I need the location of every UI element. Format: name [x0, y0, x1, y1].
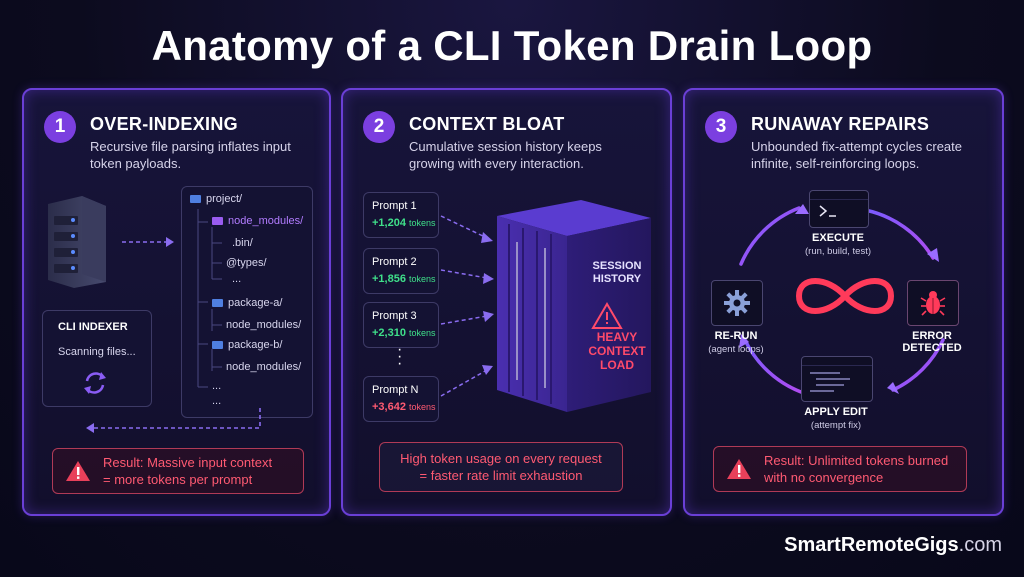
- rerun-title: RE-RUN: [714, 330, 758, 342]
- panel-context-bloat: 2 CONTEXT BLOAT Cumulative session histo…: [341, 88, 672, 516]
- prompt-tokens-unit: tokens: [409, 218, 436, 228]
- panel-description: Cumulative session history keeps growing…: [409, 139, 602, 171]
- terminal-icon: [809, 190, 869, 228]
- result-line-1: Result: Massive input context: [103, 455, 273, 470]
- result-line-1: High token usage on every request: [400, 451, 602, 466]
- prompt-tokens-unit: tokens: [409, 274, 436, 284]
- rerun-label: RE-RUN (agent loops): [691, 330, 781, 355]
- container-label: SESSION: [592, 260, 642, 272]
- tree-item: package-a/: [228, 297, 283, 309]
- brand-suffix: .com: [958, 534, 1002, 556]
- error-title: DETECTED: [902, 342, 962, 354]
- folder-icon: [212, 217, 223, 226]
- heavy-context-label: HEAVY CONTEXT LOAD: [587, 330, 647, 372]
- editor-icon: [801, 356, 873, 402]
- tree-item: @types/: [226, 257, 267, 269]
- result-line-2: = more tokens per prompt: [103, 472, 253, 487]
- tree-item: node_modules/: [226, 319, 302, 331]
- session-history-label: SESSION HISTORY: [589, 260, 645, 286]
- prompt-card: Prompt N +3,642 tokens: [363, 376, 439, 422]
- execute-label: EXECUTE (run, build, test): [785, 232, 891, 257]
- panel-description: Recursive file parsing inflates input to…: [90, 139, 291, 171]
- prompt-tokens: +2,310: [372, 327, 406, 339]
- page-title: Anatomy of a CLI Token Drain Loop: [151, 22, 873, 69]
- tree-item: .bin/: [232, 237, 253, 249]
- execute-sub: (run, build, test): [805, 246, 871, 257]
- container-label: HISTORY: [592, 273, 642, 285]
- prompt-tokens: +3,642: [372, 401, 406, 413]
- ellipsis-dots: ···: [397, 341, 403, 372]
- step-number-3: 3: [705, 111, 737, 143]
- tree-item: node_modules/: [226, 361, 302, 373]
- cycle-ring: [739, 204, 945, 394]
- prompt-label: Prompt 3: [372, 310, 417, 322]
- prompt-card: Prompt 2 +1,856 tokens: [363, 248, 439, 294]
- step-number-1: 1: [44, 111, 76, 143]
- file-tree: project/ node_modules/ .bin/ @types/ ...…: [181, 186, 313, 418]
- tree-item: package-b/: [228, 339, 283, 351]
- tree-item: project/: [206, 193, 243, 205]
- brand-main: SmartRemoteGigs: [784, 534, 959, 556]
- apply-edit-label: APPLY EDIT (attempt fix): [781, 406, 891, 431]
- result-line-1: Result: Unlimited tokens burned: [764, 453, 949, 468]
- prompt-card: Prompt 1 +1,204 tokens: [363, 192, 439, 238]
- prompt-tokens-unit: tokens: [409, 328, 436, 338]
- tree-item: ...: [232, 273, 242, 285]
- container-heavy-label: HEAVY: [596, 330, 638, 344]
- execute-title: EXECUTE: [812, 232, 864, 244]
- server-icon: [48, 196, 106, 288]
- panel-title: OVER-INDEXING: [90, 114, 238, 134]
- container-icon: [497, 200, 651, 412]
- feedback-arrow: [86, 408, 261, 433]
- folder-icon: [190, 195, 201, 204]
- folder-icon: [212, 341, 223, 350]
- warning-icon: [727, 459, 751, 479]
- bug-icon: [920, 291, 946, 316]
- step-number-2: 2: [363, 111, 395, 143]
- apply-title: APPLY EDIT: [804, 406, 868, 418]
- prompt-label: Prompt N: [372, 384, 419, 396]
- result-box: Result: Massive input context = more toke…: [52, 448, 304, 494]
- indexer-status: Scanning files...: [58, 346, 136, 358]
- container-heavy-label: CONTEXT: [588, 344, 646, 358]
- tree-item: ...: [212, 380, 222, 392]
- panel-title: CONTEXT BLOAT: [409, 114, 565, 134]
- panel-over-indexing: 1 OVER-INDEXING Recursive file parsing i…: [22, 88, 331, 516]
- error-label: ERROR DETECTED: [891, 330, 973, 354]
- error-title: ERROR: [912, 330, 952, 342]
- prompt-label: Prompt 2: [372, 256, 417, 268]
- prompt-arrows: [440, 215, 494, 397]
- warning-icon: [66, 461, 90, 481]
- prompt-tokens-unit: tokens: [409, 402, 436, 412]
- result-box: High token usage on every request = faste…: [379, 442, 623, 492]
- prompt-card: Prompt 3 +2,310 tokens: [363, 302, 439, 348]
- prompt-tokens: +1,856: [372, 273, 406, 285]
- brand-watermark: SmartRemoteGigs.com: [784, 534, 1002, 557]
- container-heavy-label: LOAD: [600, 358, 634, 372]
- arrow-to-tree: [122, 237, 174, 247]
- panel-description: Unbounded fix-attempt cycles create infi…: [751, 139, 962, 171]
- result-line-2: with no convergence: [764, 470, 884, 485]
- tree-item: node_modules/: [228, 215, 304, 227]
- folder-icon: [212, 299, 223, 308]
- apply-sub: (attempt fix): [810, 420, 862, 431]
- panel-title: RUNAWAY REPAIRS: [751, 114, 930, 134]
- rerun-sub: (agent loops): [708, 344, 764, 355]
- cli-indexer-box: CLI INDEXER Scanning files...: [42, 310, 152, 407]
- prompt-label: Prompt 1: [372, 200, 417, 212]
- gear-icon: [724, 290, 750, 316]
- bug-box: [907, 280, 959, 326]
- prompt-tokens: +1,204: [372, 217, 406, 229]
- tree-item: ...: [212, 395, 222, 407]
- panel-runaway-repairs: 3 RUNAWAY REPAIRS Unbounded fix-attempt …: [683, 88, 1004, 516]
- indexer-title: CLI INDEXER: [58, 321, 128, 333]
- sync-icon: [84, 372, 106, 394]
- result-line-2: = faster rate limit exhaustion: [419, 468, 583, 483]
- result-box: Result: Unlimited tokens burned with no c…: [713, 446, 967, 492]
- gear-box: [711, 280, 763, 326]
